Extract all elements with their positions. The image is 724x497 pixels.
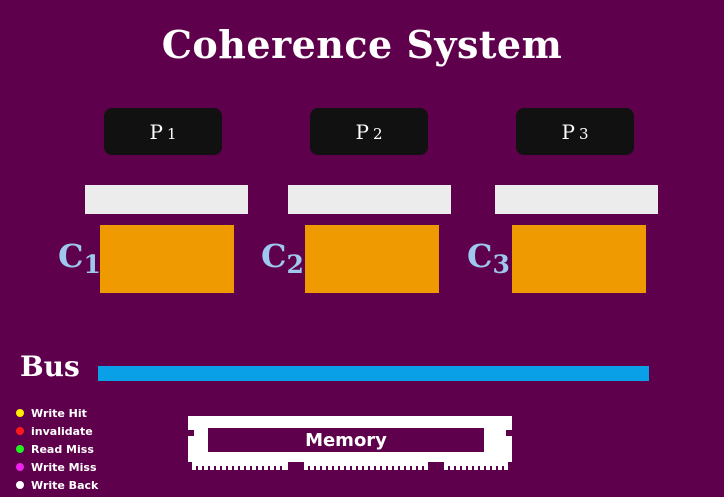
diagram-title: Coherence System — [0, 22, 724, 67]
cache-line-c1 — [85, 185, 248, 214]
cache-letter: C — [467, 237, 492, 275]
processor-index: 3 — [579, 125, 589, 143]
processor-index: 2 — [373, 125, 383, 143]
cache-block-c3 — [512, 225, 646, 293]
cache-line-c2 — [288, 185, 451, 214]
legend-item-write-hit: Write Hit — [16, 404, 98, 422]
cache-block-c1 — [100, 225, 234, 293]
dot-icon — [16, 427, 24, 435]
legend: Write Hit invalidate Read Miss Write Mis… — [16, 404, 98, 494]
cache-label-c2: C2 — [261, 240, 304, 272]
cache-letter: C — [261, 237, 286, 275]
cache-index: 2 — [286, 250, 303, 279]
cache-index: 1 — [83, 250, 100, 279]
cache-line-c3 — [495, 185, 658, 214]
dot-icon — [16, 445, 24, 453]
cache-label-c3: C3 — [467, 240, 510, 272]
bus-label: Bus — [20, 350, 80, 383]
cache-index: 3 — [492, 250, 509, 279]
legend-label: Write Hit — [31, 407, 87, 420]
memory-label: Memory — [208, 428, 484, 452]
dot-icon — [16, 409, 24, 417]
legend-label: invalidate — [31, 425, 93, 438]
dot-icon — [16, 481, 24, 489]
processor-label: P — [355, 120, 368, 144]
bus-line — [98, 366, 649, 381]
legend-label: Read Miss — [31, 443, 94, 456]
legend-label: Write Back — [31, 479, 98, 492]
dot-icon — [16, 463, 24, 471]
cache-letter: C — [58, 237, 83, 275]
cache-label-c1: C1 — [58, 240, 101, 272]
processor-label: P — [149, 120, 162, 144]
legend-item-read-miss: Read Miss — [16, 440, 98, 458]
legend-item-write-miss: Write Miss — [16, 458, 98, 476]
legend-label: Write Miss — [31, 461, 97, 474]
processor-label: P — [561, 120, 574, 144]
legend-item-write-back: Write Back — [16, 476, 98, 494]
processor-index: 1 — [167, 125, 177, 143]
cache-block-c2 — [305, 225, 439, 293]
legend-item-invalidate: invalidate — [16, 422, 98, 440]
